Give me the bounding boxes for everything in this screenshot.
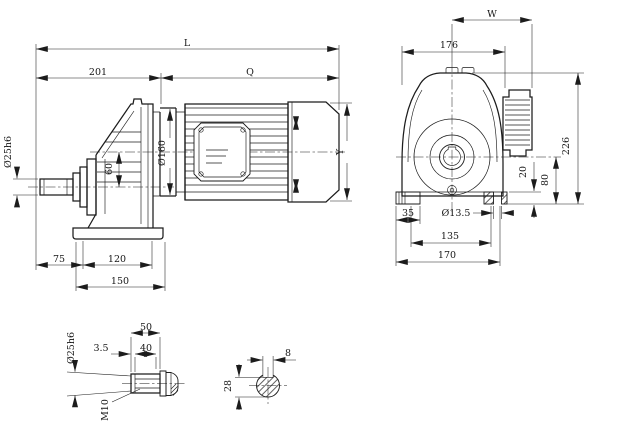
dim-35-label: 35 — [402, 208, 414, 219]
nameplate-screw — [240, 127, 246, 133]
dim-M10-label: M10 — [100, 399, 111, 421]
dim-3-5-label: 3.5 — [93, 343, 108, 354]
dim-75-label: 75 — [53, 254, 65, 265]
front-view-dimensions — [395, 17, 584, 266]
front-view: W 176 226 80 20 35 Ø13.5 135 170 — [395, 9, 584, 266]
motor-end-view — [502, 89, 533, 157]
dim-hole-dia-label: Ø13.5 — [442, 208, 471, 219]
dim-Y-label: Y — [335, 148, 346, 156]
dim-60-label: 60 — [104, 163, 115, 175]
right-foot-section — [501, 191, 508, 205]
dim-201-label: 201 — [89, 67, 107, 78]
dim-shaft-dia-label: Ø25h6 — [3, 136, 14, 168]
mounting-foot — [72, 227, 164, 240]
bore-keyway — [447, 146, 457, 150]
key-section-detail: 8 28 — [223, 348, 296, 410]
keyway-lines — [135, 378, 160, 389]
dim-226-label: 226 — [561, 137, 572, 155]
dim-40-label: 40 — [140, 343, 152, 354]
left-foot — [395, 191, 421, 205]
dim-W-label: W — [487, 9, 497, 20]
dim-detail-dia-label: Ø25h6 — [66, 332, 77, 364]
dim-170-label: 170 — [438, 250, 456, 261]
dim-8-label: 8 — [285, 348, 291, 359]
drain-plug — [447, 185, 457, 195]
nameplate-screw — [240, 171, 246, 177]
dim-50-label: 50 — [140, 322, 152, 333]
key-detail-dimensions — [235, 356, 296, 410]
fan-cover — [287, 101, 340, 203]
washer — [159, 370, 167, 397]
nameplate-screw — [198, 127, 204, 133]
motor-flange — [160, 107, 176, 197]
shaft-detail-dimensions — [66, 330, 161, 408]
dim-120-label: 120 — [108, 254, 126, 265]
dim-160-label: Ø160 — [157, 140, 168, 166]
output-boss-circle — [413, 118, 491, 196]
nameplate-screw — [198, 171, 204, 177]
dim-Q-label: Q — [246, 67, 254, 78]
motor-end-fins — [505, 99, 530, 146]
dim-28-label: 28 — [223, 380, 234, 392]
retaining-bolt-head — [165, 372, 179, 396]
dim-20-label: 20 — [518, 166, 529, 178]
shaft-end-detail: 50 40 3.5 Ø25h6 M10 — [66, 322, 187, 421]
gear-housing — [95, 98, 154, 228]
side-view-dimensions — [13, 44, 352, 291]
side-view: L 201 Q Ø25h6 60 Ø160 Y 75 120 150 — [3, 38, 352, 291]
right-foot-section — [483, 191, 494, 205]
nameplate — [193, 122, 251, 182]
dim-150-label: 150 — [111, 276, 129, 287]
dim-176-label: 176 — [440, 40, 458, 51]
housing-outline — [401, 72, 504, 197]
dim-135-label: 135 — [441, 231, 459, 242]
dim-80-label: 80 — [540, 174, 551, 186]
dim-L-label: L — [184, 38, 191, 49]
lifting-lugs — [445, 67, 475, 73]
